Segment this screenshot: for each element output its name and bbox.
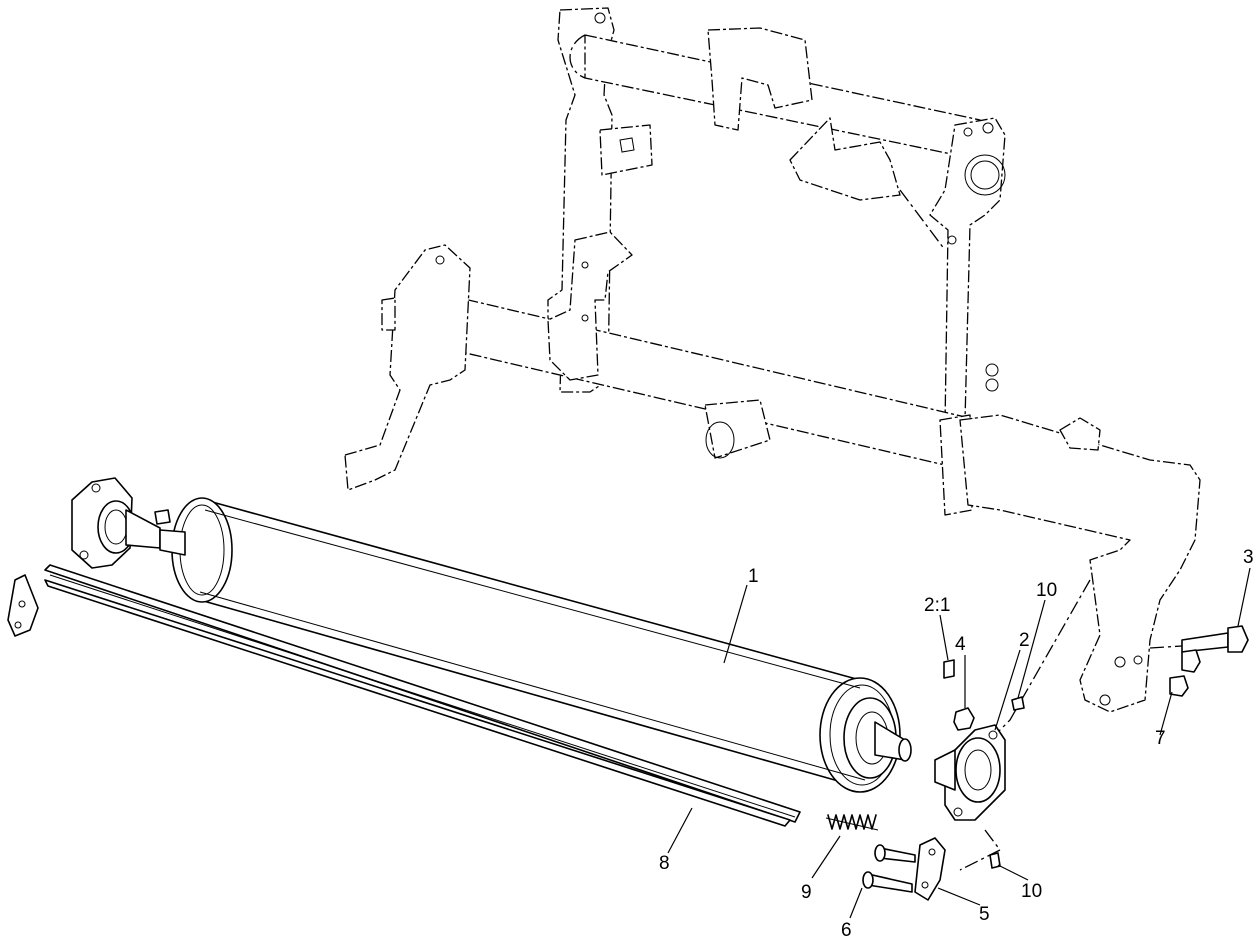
nut-4 — [953, 707, 975, 731]
left-flange-bearing — [71, 477, 161, 569]
callout-5: 5 — [979, 904, 990, 925]
pin-2-1 — [943, 659, 955, 679]
bolt-6-lower — [862, 871, 913, 893]
callout-1: 1 — [748, 566, 759, 587]
right-flange-bearing — [934, 724, 1006, 821]
callout-10-upper: 10 — [1036, 580, 1057, 601]
callout-6: 6 — [841, 920, 852, 941]
compression-spring — [825, 814, 879, 831]
callout-3: 3 — [1243, 547, 1254, 568]
adjuster-bracket — [914, 837, 946, 901]
left-bracket — [7, 574, 39, 637]
roller-tube — [159, 497, 912, 793]
grease-fitting-10-upper — [1011, 696, 1025, 711]
callout-2-1: 2:1 — [924, 595, 950, 616]
nut-7-upper — [1181, 649, 1201, 673]
callout-10-lower: 10 — [1021, 881, 1042, 902]
leader-lines — [667, 567, 1251, 919]
callout-8: 8 — [659, 853, 670, 874]
grease-fitting-left — [154, 509, 171, 525]
scraper-bar — [44, 564, 801, 827]
callout-4: 4 — [955, 634, 966, 655]
callout-9: 9 — [801, 882, 812, 903]
bolt-3 — [1149, 625, 1249, 653]
phantom-frame — [344, 7, 1201, 871]
bolt-6-upper — [874, 844, 916, 863]
nut-7-lower — [1169, 675, 1189, 697]
callout-2: 2 — [1019, 630, 1030, 651]
callout-7: 7 — [1155, 728, 1166, 749]
